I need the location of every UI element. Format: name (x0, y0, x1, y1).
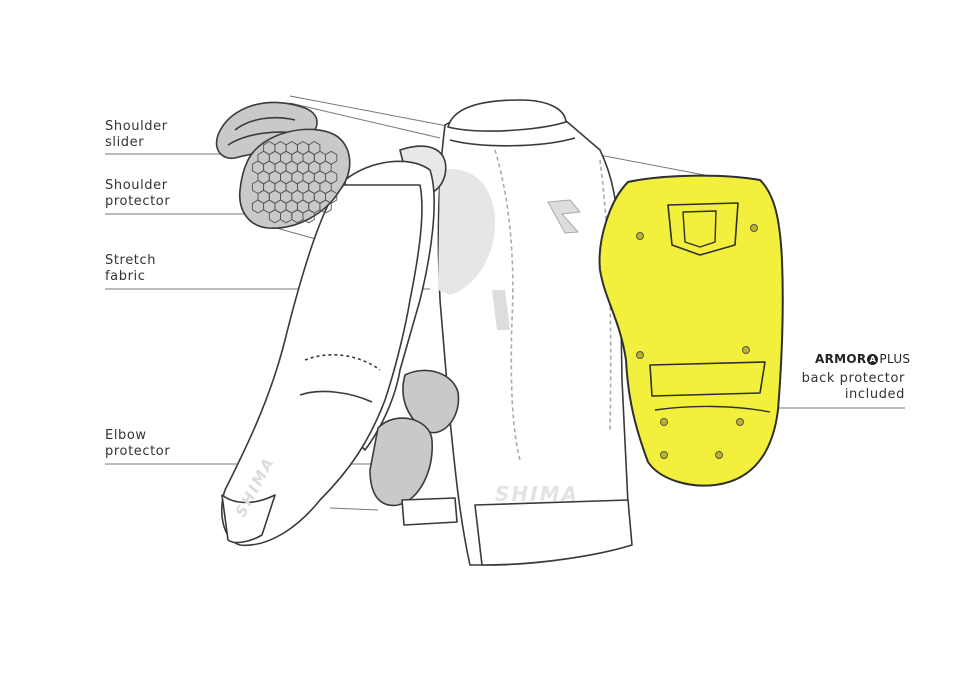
elbow-protector-shape (402, 369, 460, 434)
back-protector-shape (598, 174, 784, 487)
stretch-fabric-panel (438, 169, 496, 295)
jacket-illustration (220, 99, 633, 566)
label-stretch-fabric: Stretch fabric (105, 253, 156, 285)
label-shoulder-slider: Shoulder slider (105, 119, 168, 151)
brand-plus: PLUS (879, 352, 911, 366)
label-shoulder-slider-line2: slider (105, 135, 145, 150)
label-shoulder-protector-line2: protector (105, 194, 171, 209)
label-back-protector: back protector included (802, 371, 905, 403)
honeycomb-cell (302, 209, 315, 224)
label-elbow-protector: Elbow protector (105, 428, 170, 460)
jacket-sleeve (220, 184, 423, 546)
label-stretch-fabric-line1: Stretch (105, 253, 157, 268)
brand-armor: ARMOR (815, 352, 867, 366)
jacket-collar (447, 99, 567, 132)
shoulder-protector-illustration (239, 128, 351, 229)
honeycomb-cell (319, 199, 332, 214)
label-elbow-protector-line1: Elbow (105, 428, 147, 443)
brand-mark-icon: A (867, 354, 879, 365)
label-back-protector-line2: included (844, 387, 905, 402)
back-protector-illustration (598, 174, 784, 487)
label-elbow-protector-line2: protector (105, 444, 171, 459)
label-shoulder-protector: Shoulder protector (105, 178, 170, 210)
label-back-protector-line1: back protector (801, 371, 905, 386)
label-stretch-fabric-line2: fabric (105, 269, 146, 284)
label-shoulder-protector-line1: Shoulder (105, 178, 168, 193)
elbow-protector-lower (369, 417, 433, 507)
back-logo-text: SHIMA (495, 482, 579, 506)
back-logo-mark (547, 199, 581, 234)
label-shoulder-slider-line1: Shoulder (105, 119, 168, 134)
jacket-hem (474, 499, 633, 566)
